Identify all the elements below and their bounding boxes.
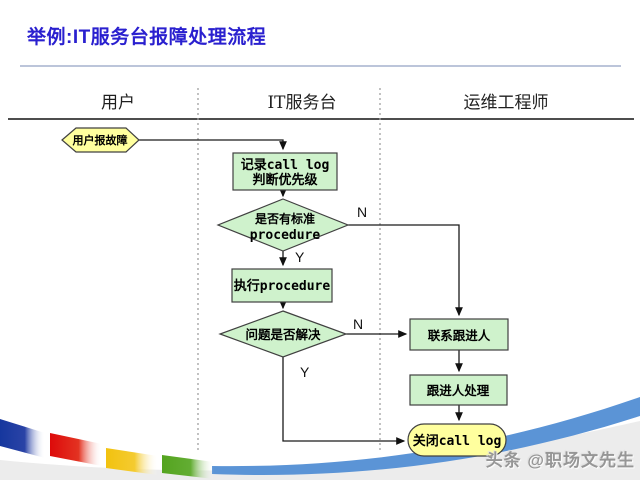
watermark: 头条 @职场文先生 (485, 451, 635, 470)
record-label-line2: 判断优先级 (252, 172, 318, 188)
decision1-no-label: N (357, 204, 367, 220)
decision1-yes-label: Y (295, 249, 305, 265)
lane-header-engineer: 运维工程师 (464, 93, 549, 113)
handle-label: 跟进人处理 (427, 383, 490, 398)
decision1-label-line2: procedure (250, 228, 321, 243)
lane-header-servicedesk: IT服务台 (267, 93, 336, 113)
arrow-start-to-record (139, 139, 287, 151)
execute-box (231, 268, 333, 303)
arrow-decision1-no-to-contact (348, 224, 463, 317)
color-band-red (50, 433, 102, 466)
arrow-decision2-yes-to-close (282, 357, 406, 445)
color-band-navy (0, 419, 45, 458)
start-label: 用户报故障 (73, 133, 128, 147)
decision2-no-label: N (353, 316, 363, 332)
color-band-yellow (106, 448, 158, 475)
decision2-label: 问题是否解决 (245, 327, 321, 342)
contact-label: 联系跟进人 (428, 328, 491, 343)
bottom-swoosh (212, 397, 640, 475)
lane-header-user: 用户 (101, 93, 135, 113)
record-box (232, 152, 338, 191)
record-label-line1: 记录call log (241, 158, 330, 173)
start-hexagon (61, 127, 140, 153)
handle-box (409, 374, 508, 406)
color-band-green (162, 455, 214, 479)
decision2-diamond (218, 310, 348, 358)
decision1-diamond (216, 198, 350, 252)
bottom-gray-wave (0, 421, 640, 480)
slide-title: 举例:IT服务台报障处理流程 (27, 27, 267, 48)
close-stadium (407, 423, 507, 457)
close-label: 关闭call log (413, 433, 502, 449)
decision2-yes-label: Y (300, 364, 310, 380)
decision1-label-line1: 是否有标准 (254, 211, 315, 226)
contact-box (409, 318, 509, 351)
execute-label: 执行procedure (234, 278, 331, 294)
